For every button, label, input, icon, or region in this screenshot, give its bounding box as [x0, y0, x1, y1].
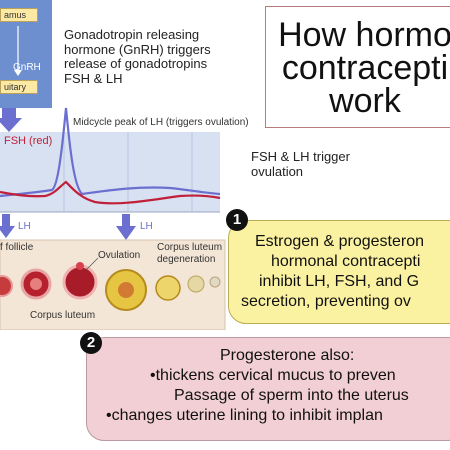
hormone-graph-panel: [0, 132, 220, 212]
lh-label-top: LH: [28, 111, 41, 122]
corpus-luteum-degenerating-1: [155, 275, 181, 301]
ovulating-follicle: [62, 264, 98, 300]
follicle-1: [0, 275, 13, 297]
trigger-caption: FSH & LH trigger ovulation: [251, 149, 350, 179]
ovulation-label: Ovulation: [98, 250, 141, 261]
lh-arrow-right: [116, 214, 136, 240]
corpus-luteum-core: [118, 282, 134, 298]
point-2-number-badge: 2: [80, 332, 102, 354]
released-ovum: [76, 262, 84, 270]
point-2-panel: [86, 337, 450, 441]
title-line-3: work: [329, 82, 401, 120]
fsh-label: FSH (red): [4, 135, 53, 147]
midcycle-peak-label: Midcycle peak of LH (triggers ovulation): [73, 117, 249, 128]
lh-arrow-left: [0, 214, 15, 238]
gnrh-caption: Gonadotropin releasing hormone (GnRH) tr…: [64, 27, 211, 86]
title-line-1: How hormo: [278, 16, 450, 54]
title-line-2: contracepti: [281, 49, 449, 87]
pituitary-label: uitary: [0, 80, 38, 94]
corpus-albicans: [209, 276, 221, 288]
hypothalamus-label: amus: [0, 8, 38, 22]
lh-curve: [0, 107, 221, 198]
fsh-curve: [0, 180, 221, 205]
corpus-luteum-degenerating-2: [187, 275, 205, 293]
point-1-text: Estrogen & progesteron hormonal contrace…: [241, 233, 424, 310]
follicle-label: f follicle: [0, 242, 34, 253]
ovulation-pointer: [85, 257, 99, 271]
point-1-panel: [228, 220, 450, 324]
lh-arrow-right-label: LH: [140, 221, 153, 232]
corpus-luteum-degeneration-label: Corpus luteum degeneration: [157, 242, 223, 265]
hormone-diagram: [0, 26, 226, 330]
gnrh-label: GnRH: [13, 62, 41, 73]
pituitary-down-arrow: [0, 108, 22, 132]
gnrh-arrow-head: [14, 70, 22, 76]
corpus-luteum-label: Corpus luteum: [30, 310, 96, 321]
title-box: How hormo contracepti work: [265, 6, 450, 128]
lh-arrow-left-label: LH: [18, 221, 31, 232]
point-2-text: Progesterone also: •thickens cervical mu…: [106, 347, 409, 424]
follicle-2-core: [30, 278, 42, 290]
point-1-number-badge: 1: [226, 209, 248, 231]
ovary-strip-border: [0, 239, 226, 330]
